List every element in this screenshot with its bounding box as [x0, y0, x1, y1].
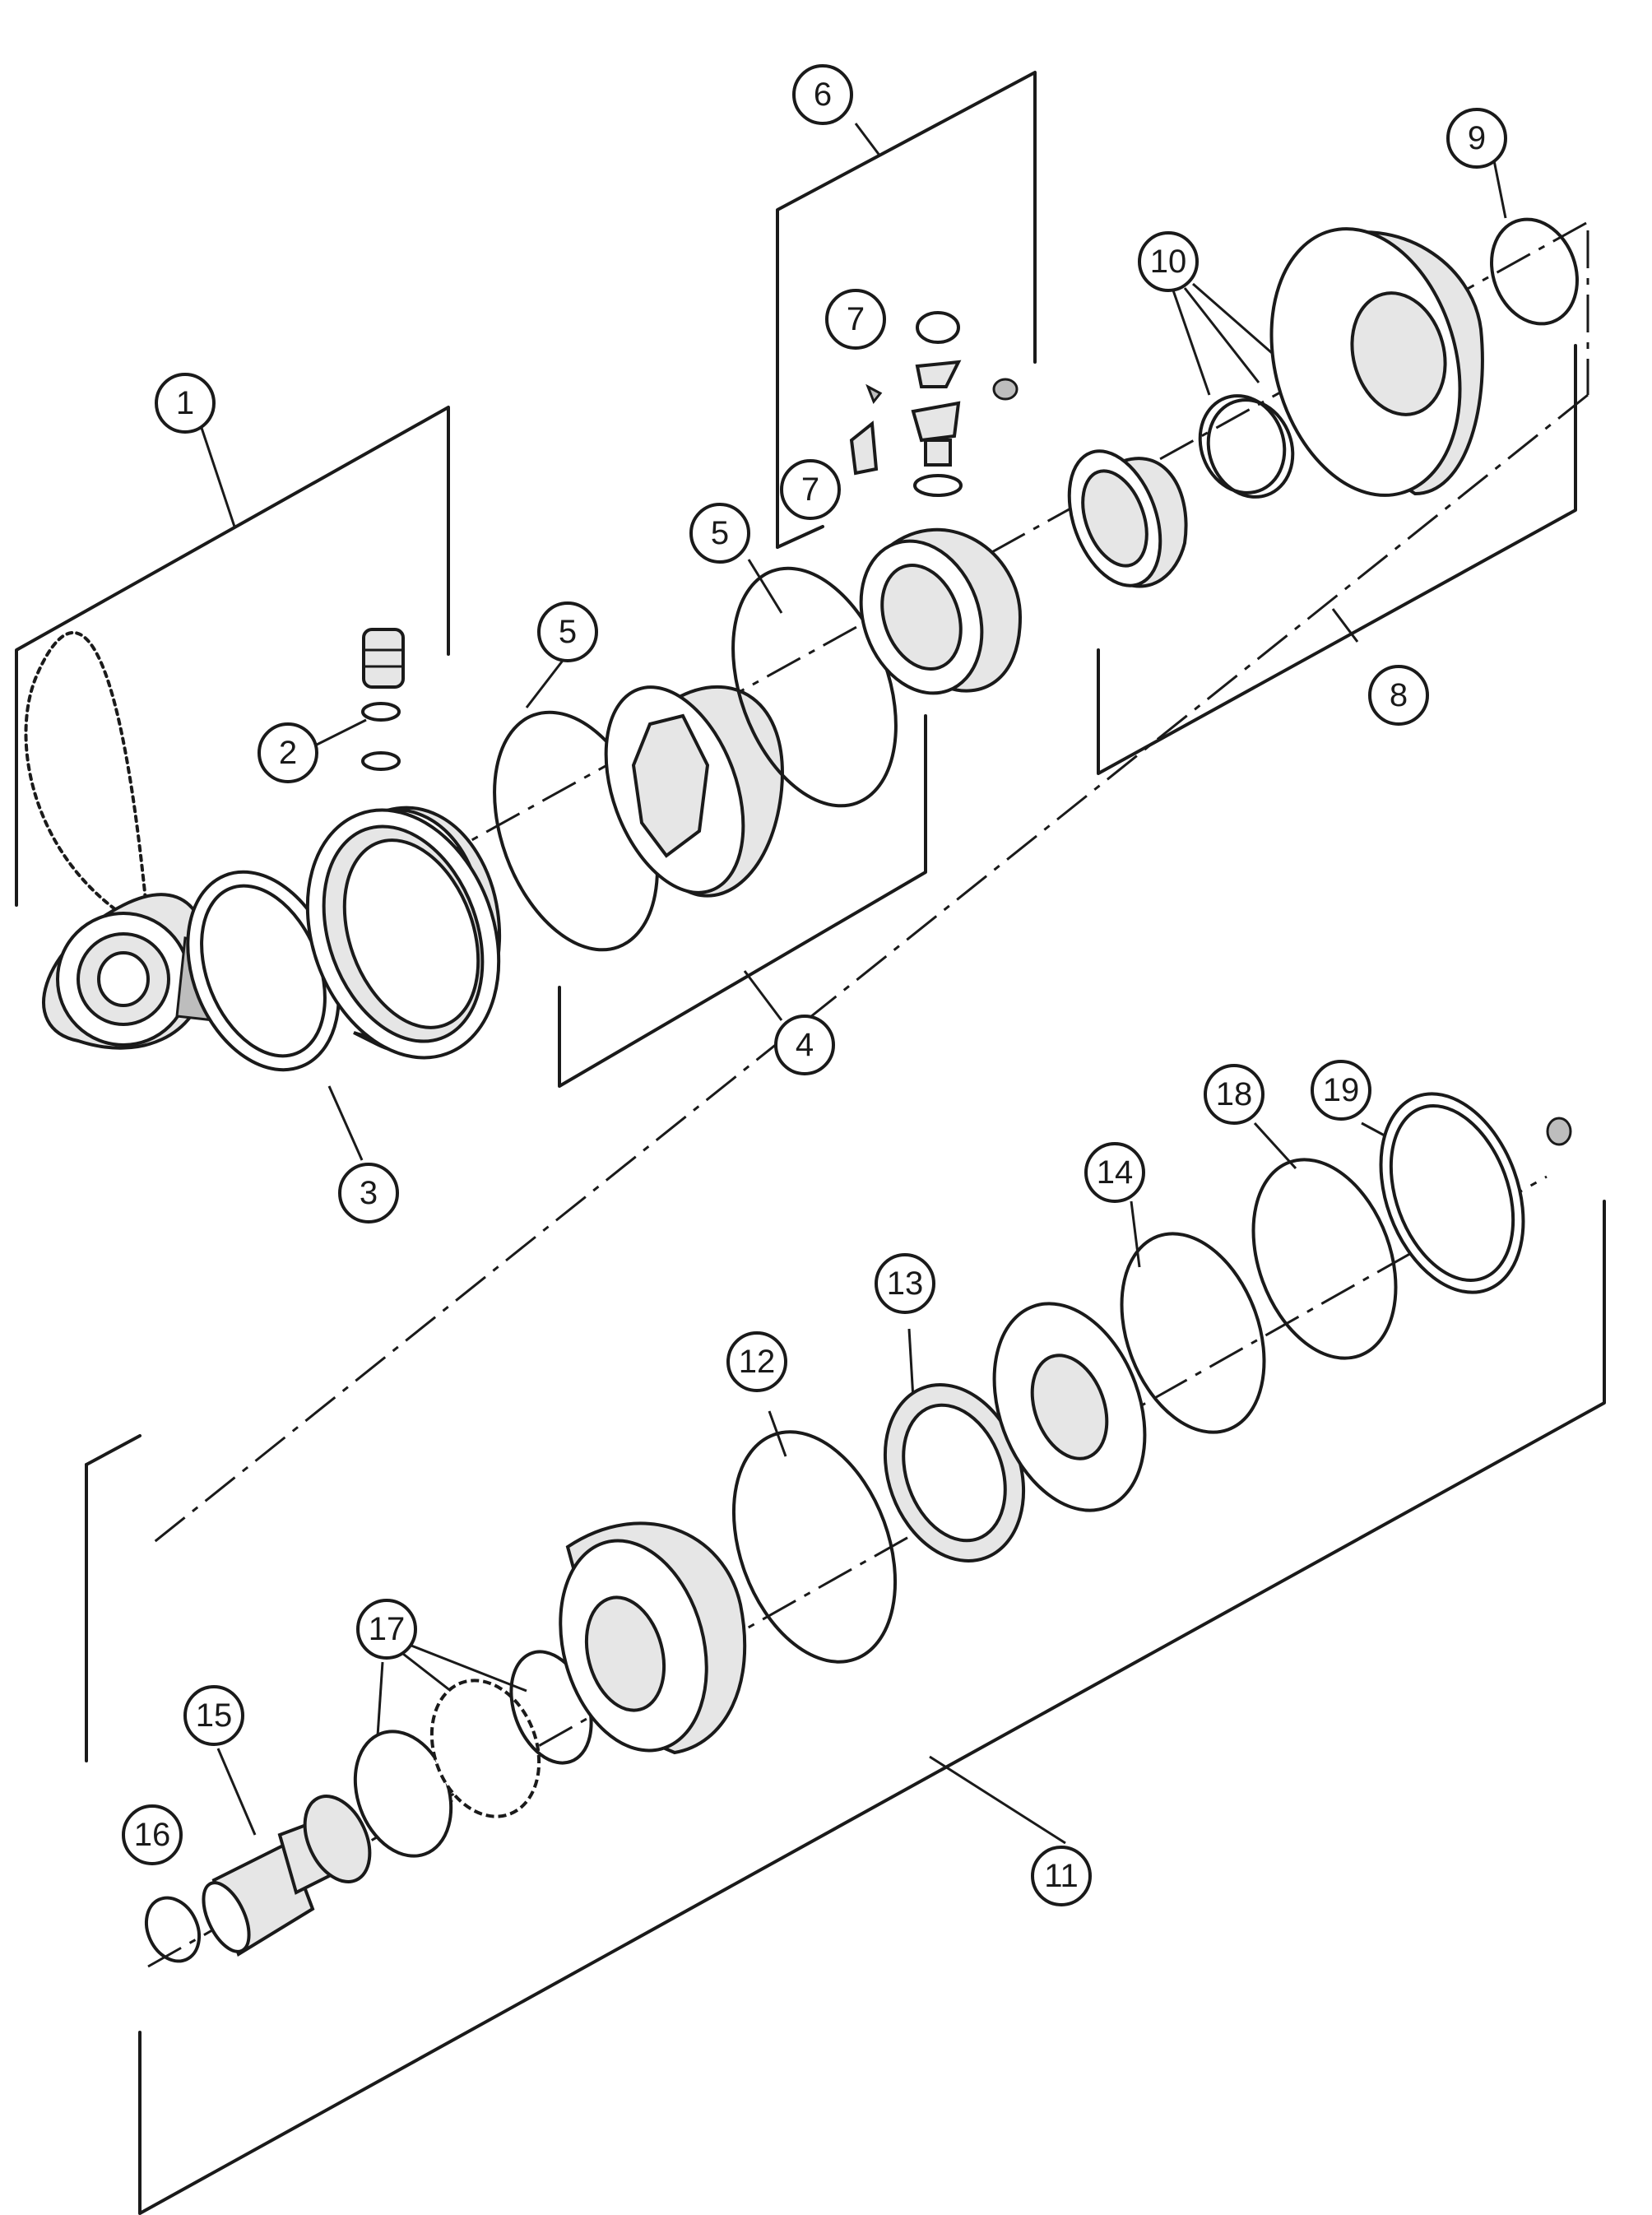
callout-label: 2 — [279, 735, 297, 771]
callout-6: 6 — [792, 64, 853, 125]
callout-4: 4 — [774, 1015, 835, 1075]
callout-5a: 5 — [537, 601, 598, 662]
snap-ring-16 — [144, 1896, 202, 1963]
callout-label: 15 — [196, 1697, 233, 1734]
callout-label: 14 — [1097, 1154, 1134, 1191]
valve-parts-6 — [849, 311, 1019, 497]
valve-plug — [361, 628, 405, 771]
stator — [604, 685, 784, 898]
callout-5b: 5 — [689, 503, 750, 564]
callout-7a: 7 — [825, 289, 886, 350]
callout-17: 17 — [356, 1599, 417, 1660]
callout-label: 12 — [739, 1344, 776, 1380]
callout-label: 6 — [814, 77, 832, 113]
brake-housing — [559, 1521, 747, 1755]
callout-label: 13 — [887, 1265, 924, 1302]
snap-ring-14 — [1120, 1232, 1266, 1434]
callout-label: 5 — [559, 614, 577, 650]
friction-discs-17 — [353, 1650, 593, 1858]
housing-ring — [305, 806, 502, 1060]
callout-11: 11 — [1031, 1846, 1092, 1906]
callout-label: 7 — [847, 301, 865, 337]
callout-label: 7 — [801, 471, 819, 508]
callout-15: 15 — [183, 1685, 244, 1746]
cover-plate-19 — [1379, 1092, 1572, 1294]
lower-assembly — [144, 1092, 1572, 1963]
callout-19: 19 — [1311, 1060, 1371, 1121]
callout-16: 16 — [122, 1804, 183, 1865]
upper-assembly — [24, 217, 1579, 1072]
rotor-hub — [859, 527, 1023, 695]
callout-label: 19 — [1323, 1072, 1360, 1108]
callout-label: 4 — [796, 1027, 814, 1063]
callout-1: 1 — [155, 373, 216, 434]
callout-label: 11 — [1044, 1858, 1079, 1894]
callout-18: 18 — [1204, 1064, 1265, 1125]
callout-8: 8 — [1368, 665, 1429, 726]
drive-shaft-15 — [202, 1795, 372, 1957]
rings-10 — [1198, 394, 1295, 499]
callout-label: 8 — [1390, 677, 1408, 713]
callout-10: 10 — [1138, 231, 1199, 292]
callout-label: 9 — [1468, 120, 1486, 156]
callout-label: 10 — [1150, 244, 1187, 280]
washer — [992, 1302, 1147, 1512]
ring-18 — [1251, 1158, 1398, 1360]
end-cover — [1269, 227, 1484, 497]
o-ring-9 — [1490, 217, 1579, 326]
callout-label: 17 — [369, 1611, 406, 1647]
callout-9: 9 — [1446, 108, 1507, 169]
callout-label: 16 — [134, 1817, 171, 1853]
leader-lines — [200, 123, 1507, 1845]
piston-13 — [883, 1383, 1026, 1563]
callout-13: 13 — [875, 1253, 935, 1314]
callout-12: 12 — [726, 1331, 787, 1392]
callout-14: 14 — [1084, 1142, 1145, 1203]
callout-label: 5 — [711, 515, 729, 551]
callout-label: 1 — [176, 385, 194, 421]
distributor — [1067, 449, 1188, 588]
callout-3: 3 — [338, 1163, 399, 1224]
seal-ring-3 — [186, 870, 341, 1072]
callout-2: 2 — [258, 722, 318, 783]
ring-12 — [731, 1430, 898, 1664]
callout-7b: 7 — [780, 459, 841, 520]
callout-label: 18 — [1216, 1076, 1253, 1112]
group-brackets — [15, 71, 1606, 2215]
callout-label: 3 — [360, 1175, 378, 1211]
